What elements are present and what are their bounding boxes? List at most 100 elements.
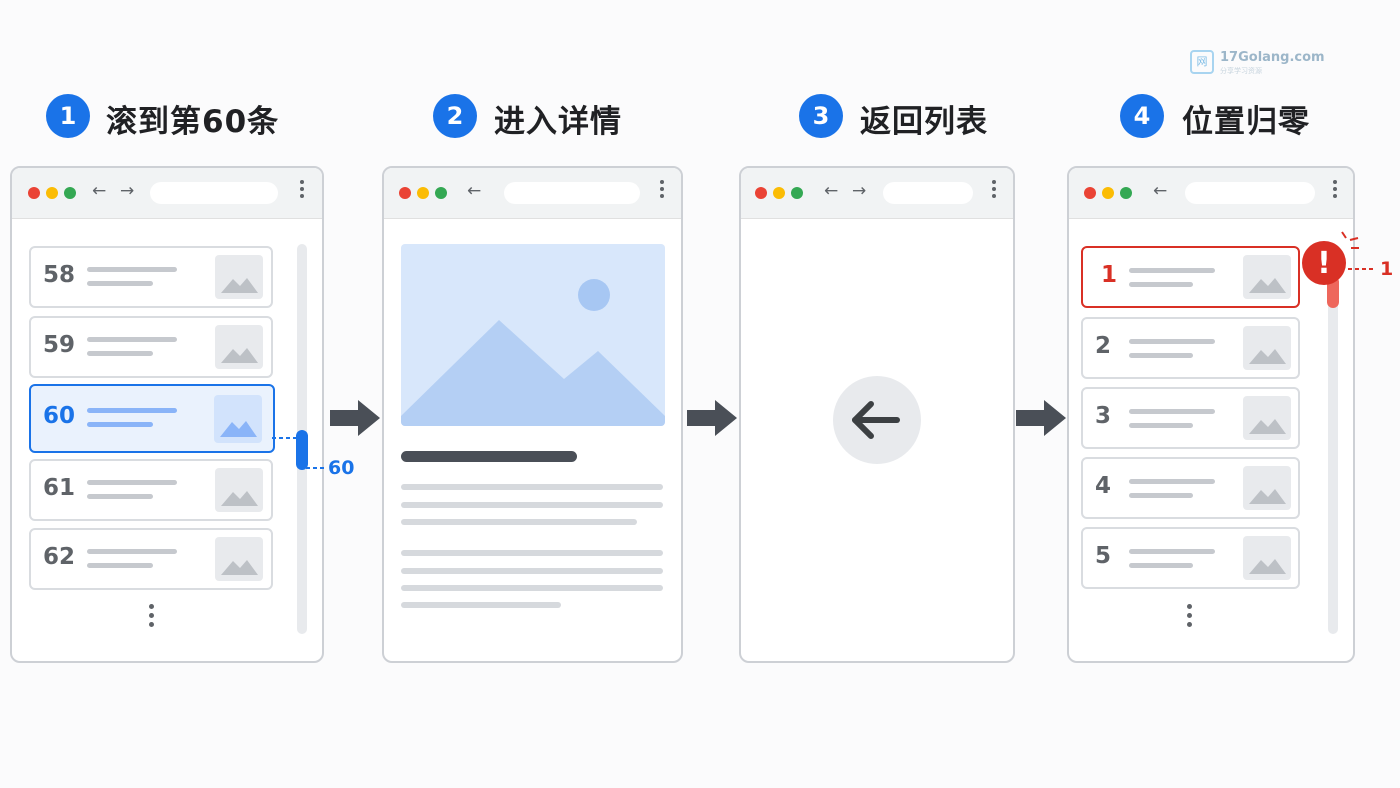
text-placeholder-line [87, 480, 177, 485]
more-vertical-icon[interactable] [300, 180, 304, 202]
more-vertical-icon[interactable] [1333, 180, 1337, 202]
back-arrow-icon [852, 401, 900, 439]
list-item-number: 1 [1101, 262, 1118, 288]
list-item-number: 59 [43, 332, 76, 358]
forward-arrow-icon[interactable]: → [852, 181, 867, 201]
browser-toolbar: ← → [741, 168, 1013, 219]
browser-window-list-scrolled: ← → 58 59 60 61 62 [10, 166, 324, 663]
list-item[interactable]: 58 [29, 246, 273, 308]
step-4-title: 位置归零 [1182, 104, 1310, 140]
image-placeholder-icon [214, 395, 262, 443]
browser-window-detail: ← [382, 166, 683, 663]
list-item[interactable]: 62 [29, 528, 273, 590]
step-1-title: 滚到第60条 [106, 104, 280, 140]
back-arrow-icon[interactable]: ← [92, 181, 107, 201]
list-item-number: 58 [43, 262, 76, 288]
back-arrow-icon[interactable]: ← [824, 181, 839, 201]
minimize-window-dot[interactable] [1102, 187, 1114, 199]
text-placeholder-line [87, 337, 177, 342]
maximize-window-dot[interactable] [791, 187, 803, 199]
text-placeholder-line [87, 563, 153, 568]
scrollbar-track[interactable] [1328, 244, 1338, 634]
minimize-window-dot[interactable] [46, 187, 58, 199]
image-placeholder-icon [1243, 255, 1291, 299]
alert-burst-lines [1341, 231, 1359, 249]
text-placeholder-line [87, 408, 177, 413]
list-item[interactable]: 3 [1081, 387, 1300, 449]
list-item[interactable]: 4 [1081, 457, 1300, 519]
close-window-dot[interactable] [399, 187, 411, 199]
text-placeholder-line [401, 484, 663, 490]
list-item[interactable]: 61 [29, 459, 273, 521]
text-placeholder-line [1129, 549, 1215, 554]
text-placeholder-line [401, 602, 561, 608]
maximize-window-dot[interactable] [1120, 187, 1132, 199]
text-placeholder-line [401, 519, 637, 525]
more-vertical-icon[interactable] [992, 180, 996, 202]
watermark: 网 17Golang.com 分享学习资源 [1190, 50, 1330, 78]
list-item-number: 60 [43, 403, 76, 429]
text-placeholder-line [1129, 479, 1215, 484]
image-placeholder-icon [215, 537, 263, 581]
list-item-number: 5 [1095, 543, 1112, 569]
text-placeholder-line [87, 267, 177, 272]
browser-toolbar: ← → [12, 168, 322, 219]
back-arrow-icon[interactable]: ← [467, 181, 482, 201]
watermark-sub: 分享学习资源 [1220, 67, 1262, 75]
address-bar[interactable] [883, 182, 973, 204]
maximize-window-dot[interactable] [435, 187, 447, 199]
forward-arrow-icon[interactable]: → [120, 181, 135, 201]
list-item[interactable]: 59 [29, 316, 273, 378]
detail-title-placeholder [401, 451, 577, 462]
list-item[interactable]: 2 [1081, 317, 1300, 379]
minimize-window-dot[interactable] [417, 187, 429, 199]
step-4-number: 4 [1120, 94, 1164, 138]
more-vertical-icon[interactable] [660, 180, 664, 202]
detail-hero-image [401, 244, 665, 426]
scroll-position-connector [1348, 268, 1376, 270]
address-bar[interactable] [150, 182, 278, 204]
back-arrow-icon[interactable]: ← [1153, 181, 1168, 201]
list-item-number: 62 [43, 544, 76, 570]
address-bar[interactable] [504, 182, 640, 204]
text-placeholder-line [401, 585, 663, 591]
text-placeholder-line [401, 568, 663, 574]
image-placeholder-icon [401, 279, 665, 426]
close-window-dot[interactable] [28, 187, 40, 199]
minimize-window-dot[interactable] [773, 187, 785, 199]
image-placeholder-icon [1243, 536, 1291, 580]
list-item[interactable]: 5 [1081, 527, 1300, 589]
browser-toolbar: ← [1069, 168, 1353, 219]
text-placeholder-line [1129, 409, 1215, 414]
text-placeholder-line [1129, 282, 1193, 287]
text-placeholder-line [1129, 563, 1193, 568]
text-placeholder-line [87, 549, 177, 554]
back-button[interactable] [833, 376, 921, 464]
text-placeholder-line [87, 281, 153, 286]
text-placeholder-line [1129, 339, 1215, 344]
text-placeholder-line [1129, 268, 1215, 273]
image-placeholder-icon [1243, 396, 1291, 440]
list-item-number: 4 [1095, 473, 1112, 499]
maximize-window-dot[interactable] [64, 187, 76, 199]
scrollbar-thumb[interactable] [296, 430, 308, 470]
browser-window-back: ← → [739, 166, 1015, 663]
step-1-number: 1 [46, 94, 90, 138]
image-placeholder-icon [1243, 466, 1291, 510]
text-placeholder-line [1129, 423, 1193, 428]
browser-toolbar: ← [384, 168, 681, 219]
flow-arrow-icon [1016, 400, 1066, 436]
text-placeholder-line [1129, 353, 1193, 358]
list-item-selected[interactable]: 60 [29, 384, 275, 453]
close-window-dot[interactable] [755, 187, 767, 199]
list-item-error[interactable]: 1 [1081, 246, 1300, 308]
list-item-number: 3 [1095, 403, 1112, 429]
close-window-dot[interactable] [1084, 187, 1096, 199]
watermark-brand: 17Golang.com [1220, 50, 1325, 65]
image-placeholder-icon [215, 255, 263, 299]
address-bar[interactable] [1185, 182, 1315, 204]
text-placeholder-line [87, 351, 153, 356]
flow-arrow-icon [687, 400, 737, 436]
list-item-number: 61 [43, 475, 76, 501]
scroll-position-label: 1 [1380, 258, 1394, 280]
